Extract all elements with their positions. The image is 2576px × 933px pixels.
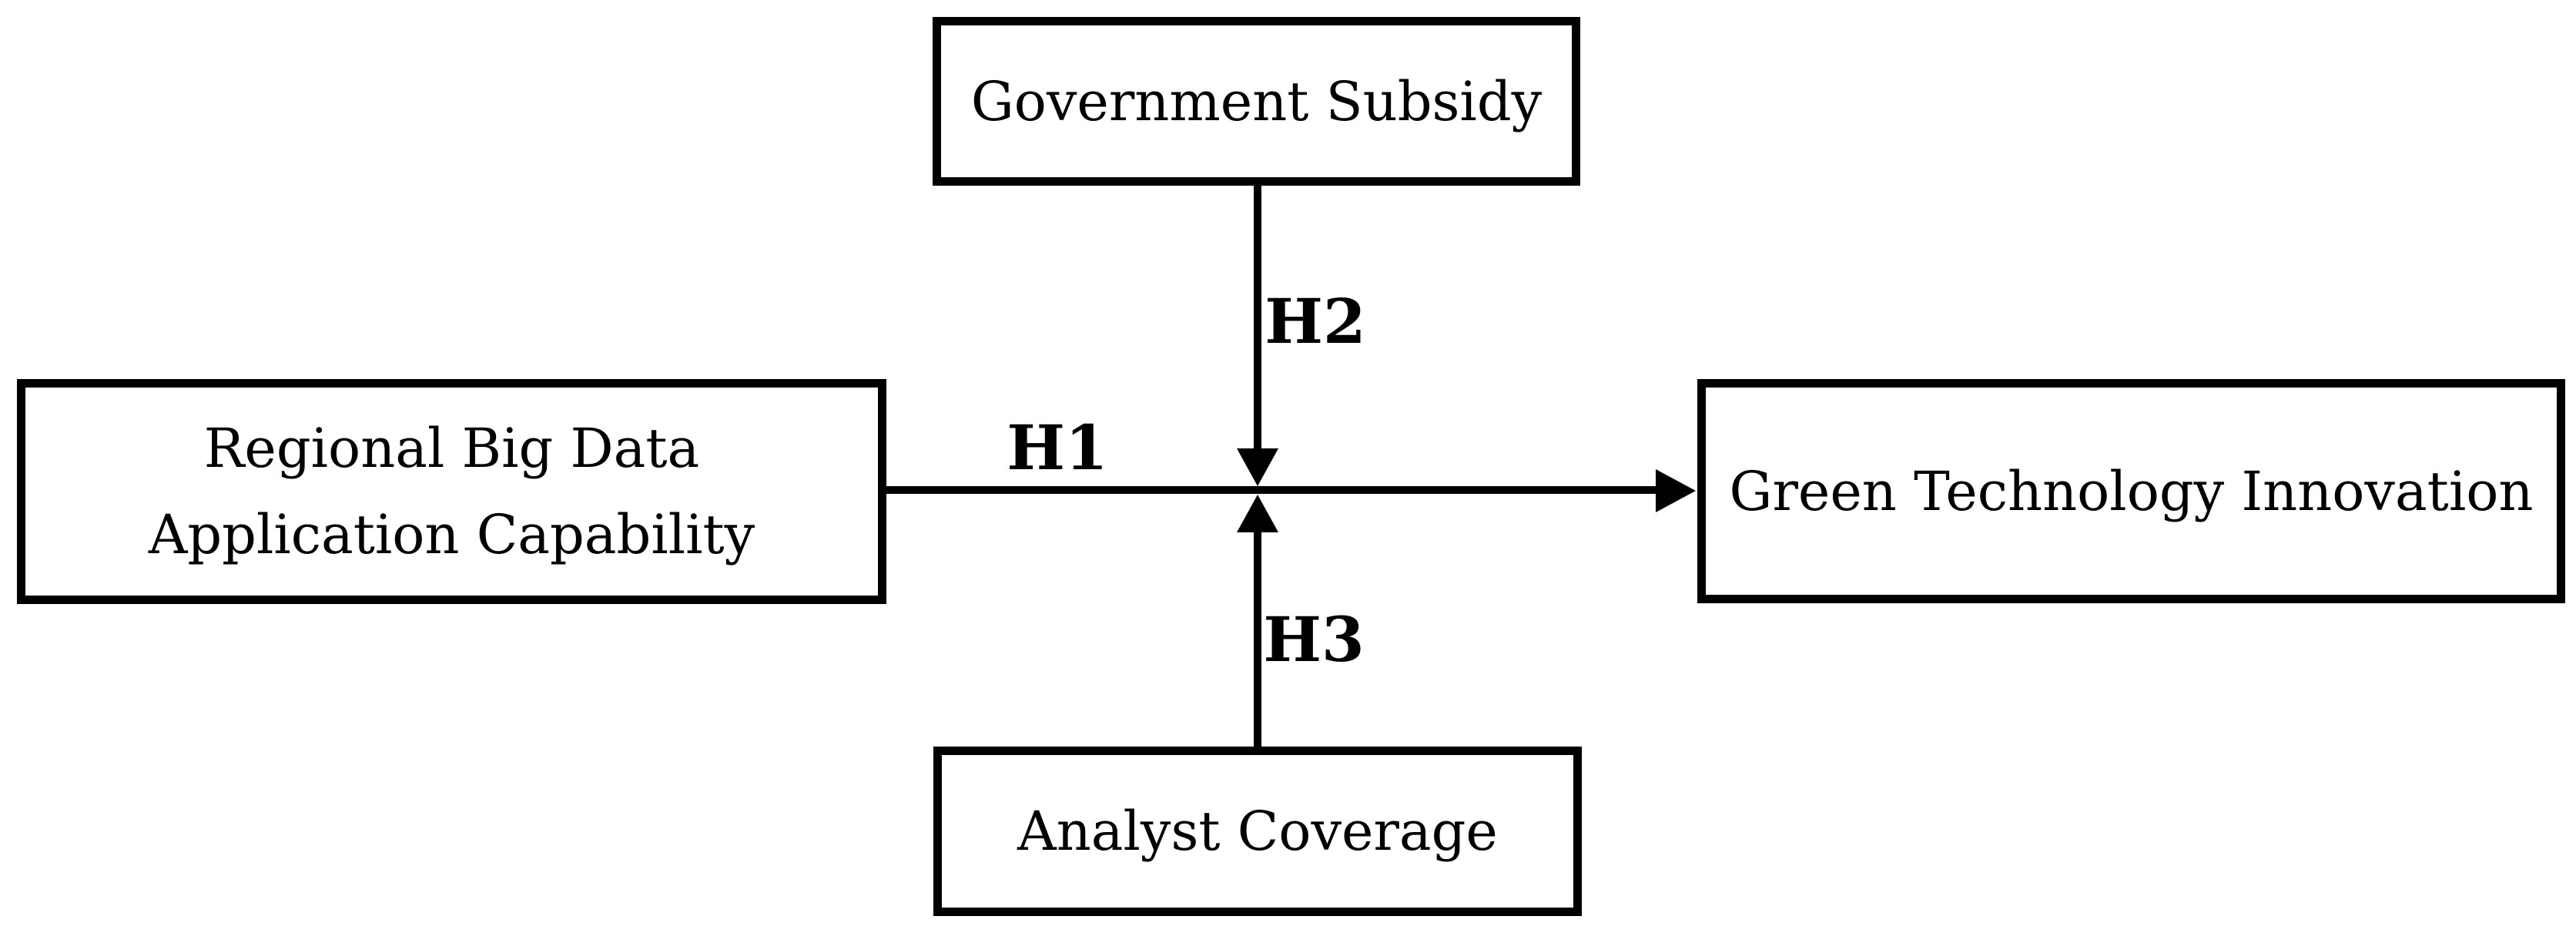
node-regional-big-data-label: Regional Big Data Application Capability	[148, 417, 755, 566]
node-regional-big-data-application-capability: Regional Big Data Application Capability	[17, 379, 886, 604]
h1-arrowhead-icon	[1656, 469, 1696, 512]
node-green-technology-innovation: Green Technology Innovation	[1697, 379, 2565, 603]
h2-arrowhead-icon	[1237, 448, 1278, 486]
edge-label-h2: H2	[1265, 285, 1366, 357]
node-analyst-coverage: Analyst Coverage	[933, 747, 1582, 916]
node-government-subsidy: Government Subsidy	[933, 17, 1580, 186]
node-analyst-coverage-label: Analyst Coverage	[1017, 800, 1498, 863]
edge-label-h3: H3	[1263, 603, 1365, 676]
node-government-subsidy-label: Government Subsidy	[970, 69, 1543, 133]
h3-arrowhead-icon	[1237, 495, 1278, 532]
node-green-technology-innovation-label: Green Technology Innovation	[1729, 459, 2534, 523]
edge-label-h1: H1	[1007, 411, 1108, 484]
